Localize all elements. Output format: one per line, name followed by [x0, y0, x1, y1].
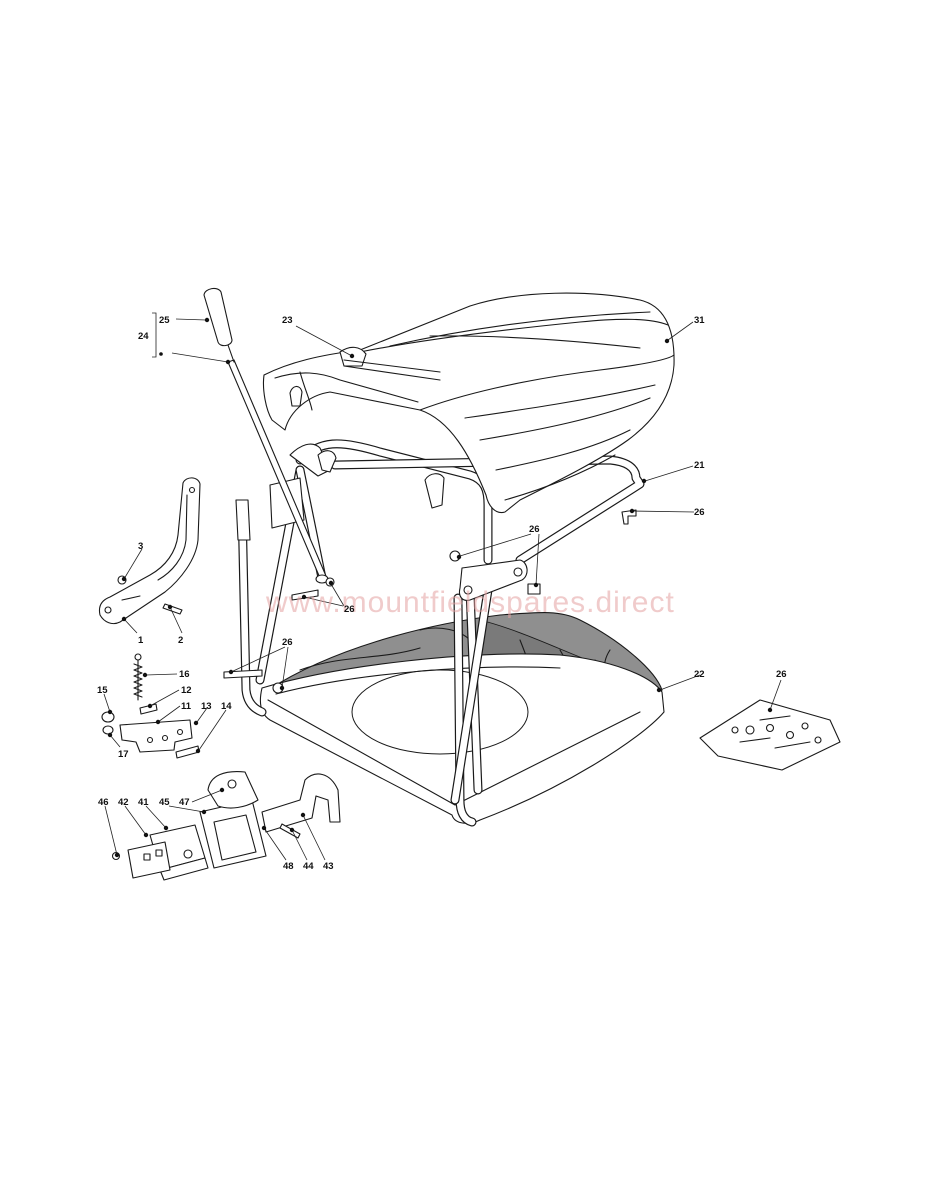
callout-3: 3 — [138, 541, 143, 552]
callout-24: 24 — [138, 331, 149, 342]
grass-bag-lid — [262, 292, 675, 514]
callout-48: 48 — [283, 861, 294, 872]
callout-1: 1 — [138, 635, 144, 646]
callout-11: 11 — [181, 701, 192, 712]
callout-26-left: 26 — [282, 637, 293, 648]
callout-42: 42 — [118, 797, 129, 808]
callout-26-hinge: 26 — [529, 524, 540, 535]
callout-47: 47 — [179, 797, 190, 808]
callout-26-kit: 26 — [776, 669, 787, 680]
hardware-parts — [101, 509, 637, 881]
callout-16: 16 — [179, 669, 190, 680]
callout-15: 15 — [97, 685, 108, 696]
callout-43: 43 — [323, 861, 334, 872]
callout-labels: 25 24 23 31 21 26 26 26 26 26 3 1 2 16 1… — [97, 315, 787, 872]
leader-lines — [103, 312, 782, 861]
callout-12: 12 — [181, 685, 192, 696]
callout-44: 44 — [303, 861, 314, 872]
tipping-lever — [203, 287, 329, 584]
callout-25: 25 — [159, 315, 170, 326]
callout-26-right: 26 — [694, 507, 705, 518]
watermark-text: www.mountfieldspares.direct — [265, 586, 675, 619]
callout-21: 21 — [694, 460, 705, 471]
callout-14: 14 — [221, 701, 232, 712]
callout-13: 13 — [201, 701, 212, 712]
callout-45: 45 — [159, 797, 170, 808]
callout-31: 31 — [694, 315, 705, 326]
callout-17: 17 — [118, 749, 129, 760]
callout-22: 22 — [694, 669, 705, 680]
callout-41: 41 — [138, 797, 149, 808]
callout-2: 2 — [178, 635, 183, 646]
fixing-kit-bag — [699, 699, 841, 771]
callout-46: 46 — [98, 797, 109, 808]
callout-23: 23 — [282, 315, 293, 326]
callout-26-mid: 26 — [344, 604, 355, 615]
lever-bracket — [98, 477, 201, 625]
